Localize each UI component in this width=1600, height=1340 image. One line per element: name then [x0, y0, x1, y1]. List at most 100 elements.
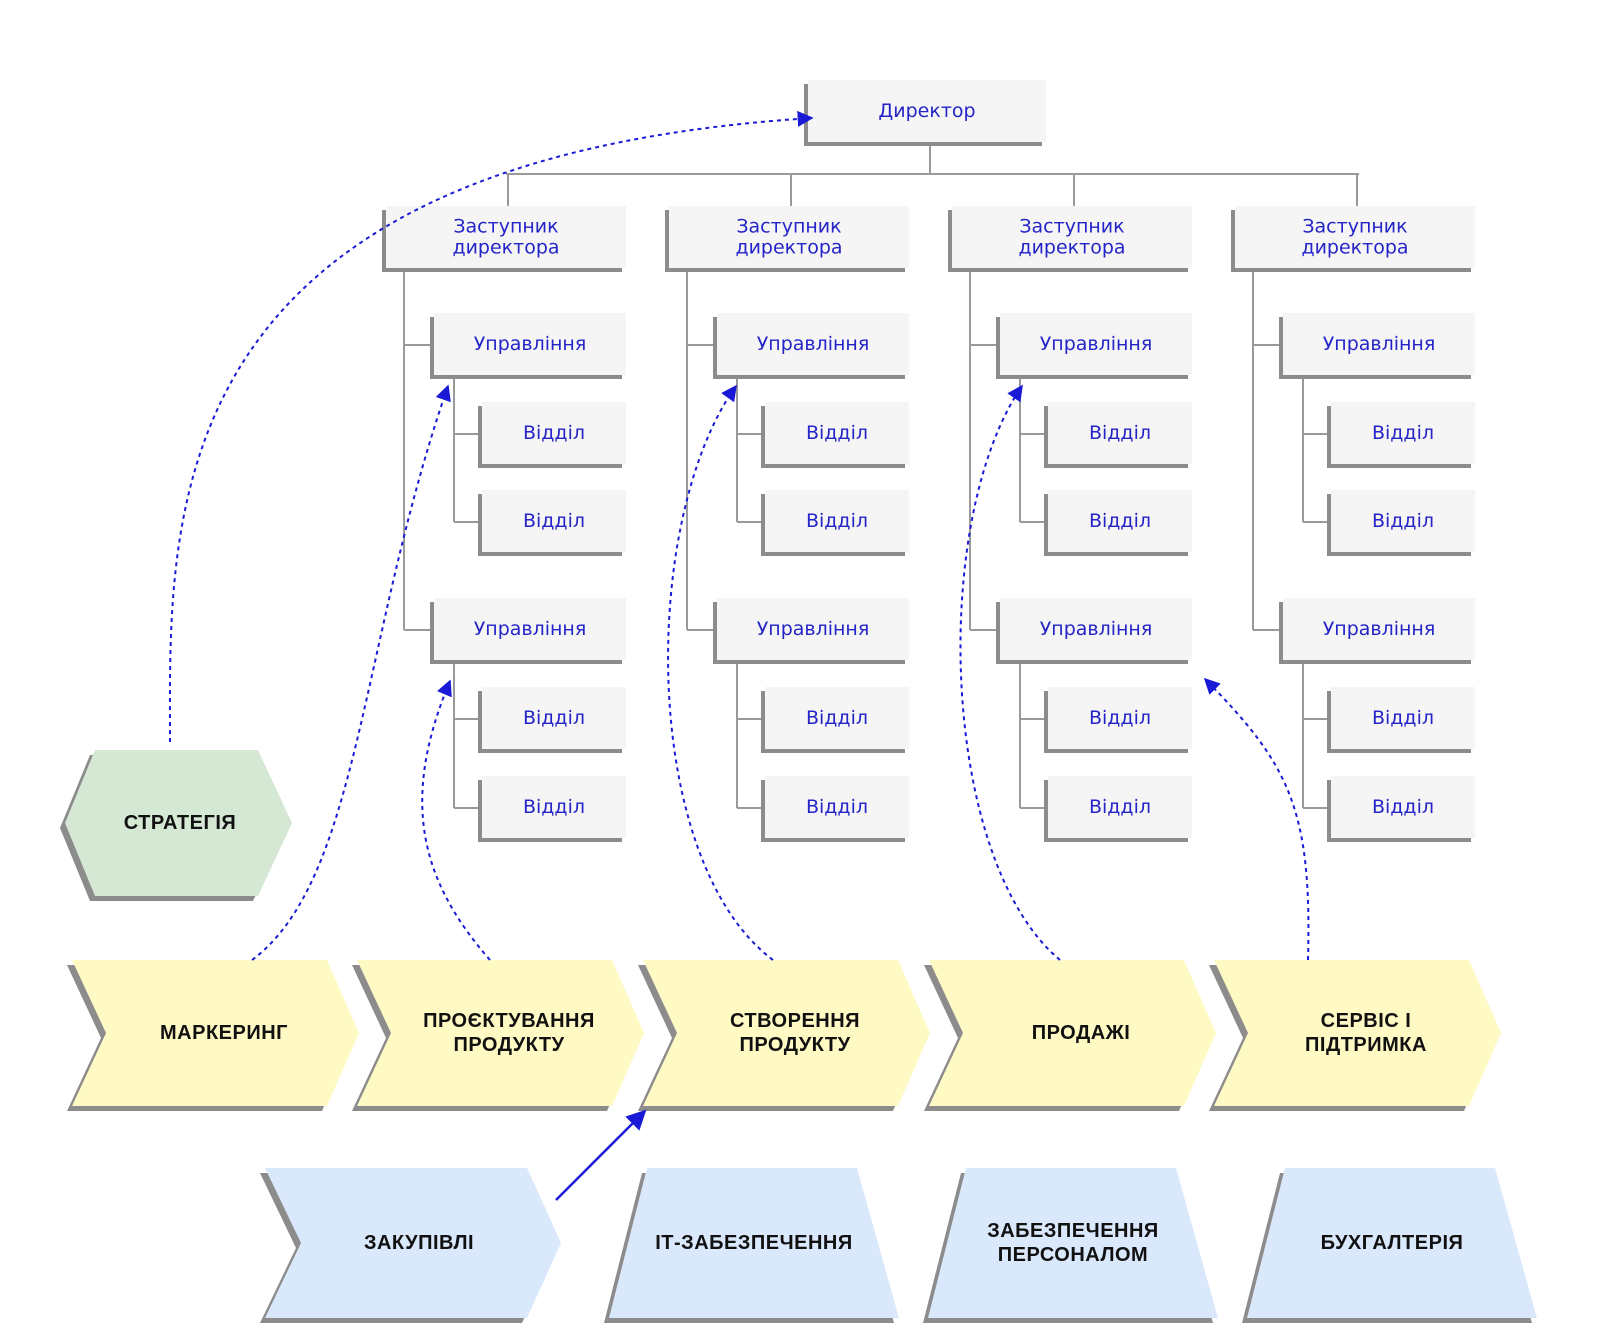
box-face: [765, 776, 909, 838]
primary-activity-chevron-face: [643, 960, 930, 1106]
department-box-label: Відділ: [1089, 510, 1151, 532]
box-face: [1048, 402, 1192, 464]
support-activity-label: ПЕРСОНАЛОМ: [998, 1244, 1148, 1266]
department-box-label: Відділ: [806, 510, 868, 532]
box-face: [765, 490, 909, 552]
deputy-director-box-label: директора: [1301, 237, 1408, 259]
department-box[interactable]: Відділ: [1327, 402, 1475, 468]
department-box[interactable]: Відділ: [1044, 776, 1192, 842]
support-activity-label: ЗАКУПІВЛІ: [364, 1232, 474, 1254]
primary-activity-label: ПРОДУКТУ: [739, 1034, 850, 1056]
primary-activity-chevron-face: [357, 960, 644, 1106]
management-box-label: Управління: [1323, 618, 1436, 640]
management-box-label: Управління: [1323, 333, 1436, 355]
primary-activity-label: ПІДТРИМКА: [1305, 1034, 1427, 1056]
primary-activity-chevron-face: [72, 960, 359, 1106]
management-box[interactable]: Управління: [713, 313, 909, 379]
box-face: [1331, 402, 1475, 464]
box-face: [765, 402, 909, 464]
deputy-director-box-label: директора: [735, 237, 842, 259]
box-face: [482, 490, 626, 552]
box-face: [482, 687, 626, 749]
director-box[interactable]: Директор: [804, 80, 1046, 146]
department-box[interactable]: Відділ: [761, 776, 909, 842]
department-box-label: Відділ: [1089, 796, 1151, 818]
support-activity-shape-face: [609, 1168, 899, 1318]
support-activity-shape[interactable]: БУХГАЛТЕРІЯ: [1242, 1168, 1537, 1323]
management-box[interactable]: Управління: [713, 598, 909, 664]
box-face: [482, 776, 626, 838]
primary-activity-chevron[interactable]: МАРКЕРИНГ: [67, 960, 359, 1111]
box-face: [482, 402, 626, 464]
primary-activity-label: СТВОРЕННЯ: [730, 1010, 860, 1032]
department-box-label: Відділ: [523, 707, 585, 729]
box-face: [1235, 206, 1475, 268]
department-box[interactable]: Відділ: [761, 490, 909, 556]
support-activity-shape-face: [928, 1168, 1218, 1318]
department-box-label: Відділ: [523, 510, 585, 532]
primary-activity-label: МАРКЕРИНГ: [160, 1022, 288, 1044]
support-activity-shape[interactable]: ЗАКУПІВЛІ: [260, 1168, 561, 1323]
primary-activity-label: СЕРВІС І: [1321, 1010, 1412, 1032]
primary-activity-chevron[interactable]: ПРОДАЖІ: [924, 960, 1216, 1111]
department-box-label: Відділ: [806, 422, 868, 444]
management-box[interactable]: Управління: [1279, 313, 1475, 379]
management-box-label: Управління: [474, 333, 587, 355]
department-box-label: Відділ: [1372, 707, 1434, 729]
box-face: [669, 206, 909, 268]
strategy-to-director-arrow: [168, 110, 814, 743]
department-box[interactable]: Відділ: [478, 402, 626, 468]
org-connectors: [403, 146, 1359, 809]
box-face: [434, 313, 626, 375]
value-chain-shapes: СТРАТЕГІЯМАРКЕРИНГПРОЄКТУВАННЯПРОДУКТУСТ…: [60, 750, 1537, 1323]
deputy-director-box-label: Заступник: [1302, 216, 1407, 238]
management-box[interactable]: Управління: [1279, 598, 1475, 664]
department-box-label: Відділ: [806, 707, 868, 729]
box-face: [1048, 490, 1192, 552]
deputy-director-box-label: Заступник: [736, 216, 841, 238]
department-box[interactable]: Відділ: [761, 402, 909, 468]
department-box[interactable]: Відділ: [1044, 687, 1192, 753]
support-activity-shape[interactable]: ІТ-ЗАБЕЗПЕЧЕННЯ: [604, 1168, 899, 1323]
box-face: [808, 80, 1046, 142]
department-box[interactable]: Відділ: [1327, 687, 1475, 753]
department-box[interactable]: Відділ: [761, 687, 909, 753]
box-face: [1331, 490, 1475, 552]
strategy-hexagon[interactable]: СТРАТЕГІЯ: [60, 750, 292, 901]
support-activity-label: БУХГАЛТЕРІЯ: [1321, 1232, 1464, 1254]
box-face: [1283, 598, 1475, 660]
department-box[interactable]: Відділ: [478, 687, 626, 753]
department-box-label: Відділ: [1089, 707, 1151, 729]
service-to-management-arrow: [1203, 677, 1310, 961]
department-box-label: Відділ: [1089, 422, 1151, 444]
support-activity-shape-face: [1247, 1168, 1537, 1318]
department-box[interactable]: Відділ: [478, 490, 626, 556]
department-box[interactable]: Відділ: [1327, 490, 1475, 556]
primary-activity-label: ПРОДУКТУ: [453, 1034, 564, 1056]
department-box[interactable]: Відділ: [1327, 776, 1475, 842]
management-box[interactable]: Управління: [430, 313, 626, 379]
box-face: [765, 687, 909, 749]
management-box[interactable]: Управління: [996, 313, 1192, 379]
management-box[interactable]: Управління: [996, 598, 1192, 664]
management-box[interactable]: Управління: [430, 598, 626, 664]
department-box-label: Відділ: [523, 796, 585, 818]
department-box[interactable]: Відділ: [1044, 402, 1192, 468]
management-box-label: Управління: [1040, 618, 1153, 640]
department-box[interactable]: Відділ: [1044, 490, 1192, 556]
department-box[interactable]: Відділ: [478, 776, 626, 842]
box-face: [717, 313, 909, 375]
primary-activity-label: ПРОЄКТУВАННЯ: [423, 1010, 595, 1032]
box-face: [952, 206, 1192, 268]
box-face: [1048, 776, 1192, 838]
sales-to-management-arrow: [959, 384, 1061, 961]
